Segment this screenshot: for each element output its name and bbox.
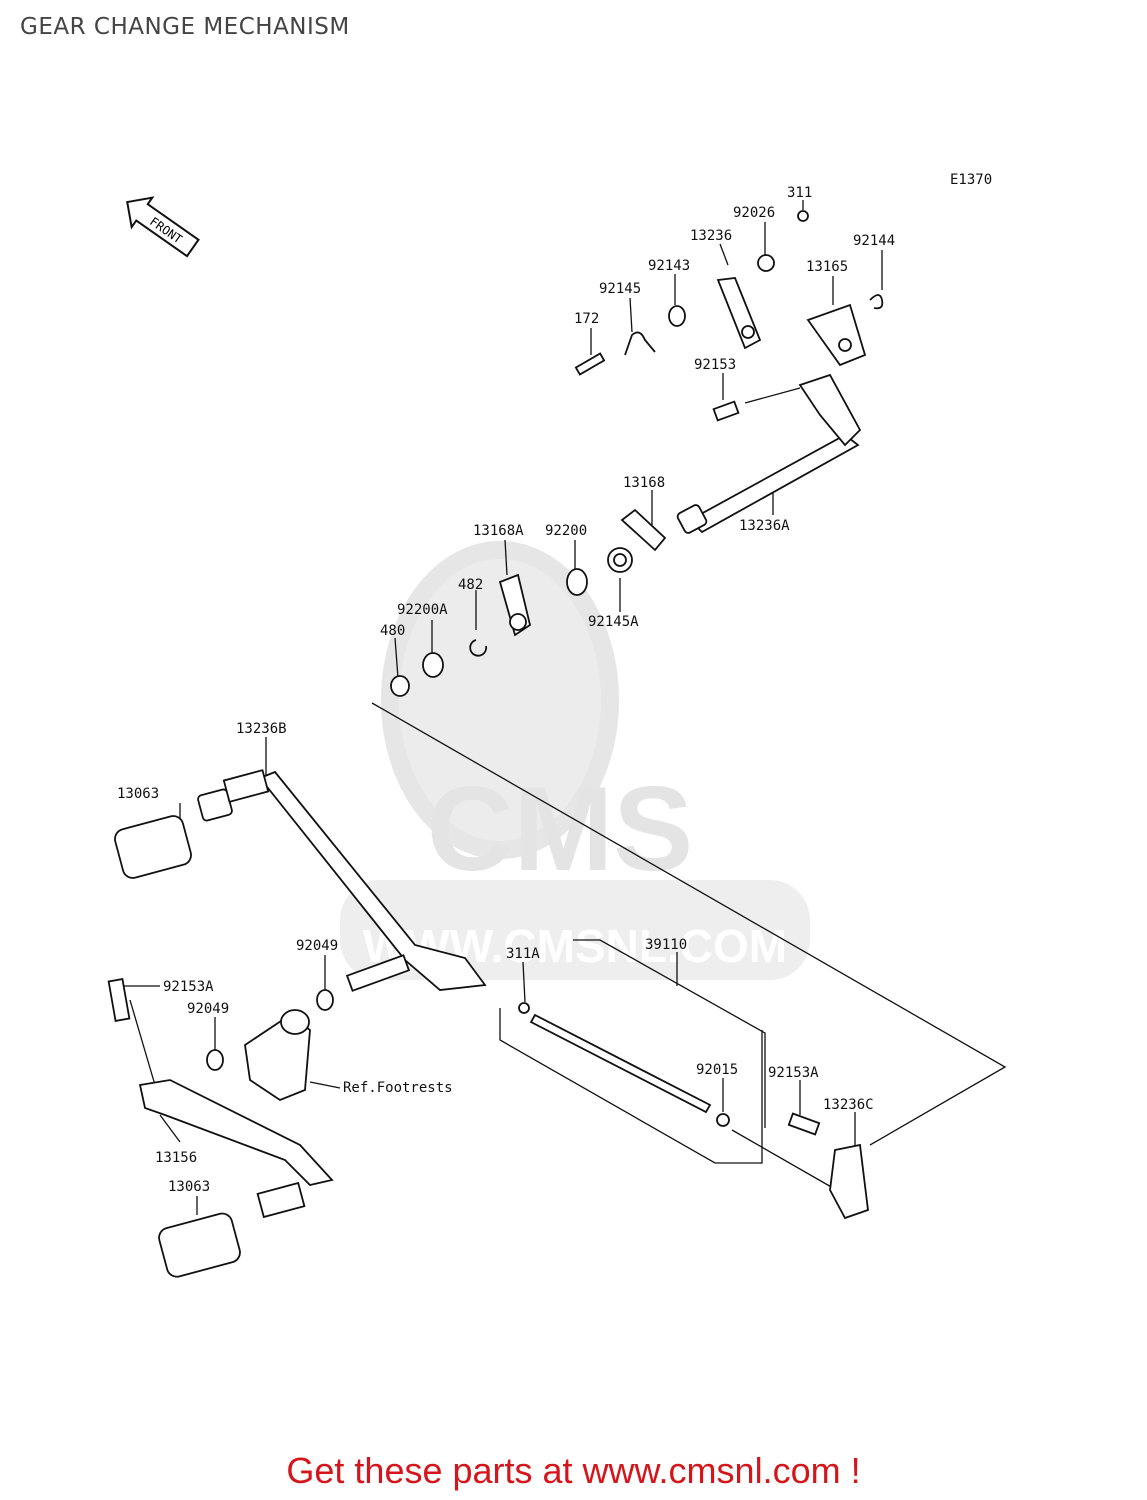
label-13168A: 13168A bbox=[473, 523, 524, 539]
label-92144: 92144 bbox=[853, 233, 895, 249]
label-ref-footrests: Ref.Footrests bbox=[343, 1080, 453, 1096]
part-shapes bbox=[107, 210, 884, 1278]
label-92153A-right: 92153A bbox=[768, 1065, 819, 1081]
label-92200A: 92200A bbox=[397, 602, 448, 618]
label-311A: 311A bbox=[506, 946, 540, 962]
label-13236B: 13236B bbox=[236, 721, 287, 737]
label-482: 482 bbox=[458, 577, 483, 593]
label-39110: 39110 bbox=[645, 937, 687, 953]
label-92049-upper: 92049 bbox=[296, 938, 338, 954]
label-92026: 92026 bbox=[733, 205, 775, 221]
watermark-logo: CMS WWW.CMSNL.COM bbox=[340, 541, 810, 980]
label-92015: 92015 bbox=[696, 1062, 738, 1078]
label-13236C: 13236C bbox=[823, 1097, 874, 1113]
label-13236A: 13236A bbox=[739, 518, 790, 534]
label-92153A-left: 92153A bbox=[163, 979, 214, 995]
footer-cta-link[interactable]: Get these parts at www.cmsnl.com ! bbox=[286, 1450, 861, 1491]
front-arrow-icon: FRONT bbox=[126, 196, 200, 258]
label-92200: 92200 bbox=[545, 523, 587, 539]
label-172: 172 bbox=[574, 311, 599, 327]
diagram-code: E1370 bbox=[950, 172, 992, 188]
label-13063-upper: 13063 bbox=[117, 786, 159, 802]
label-13156: 13156 bbox=[155, 1150, 197, 1166]
watermark-logo-text: CMS bbox=[427, 762, 694, 896]
label-480: 480 bbox=[380, 623, 405, 639]
label-13168: 13168 bbox=[623, 475, 665, 491]
label-92049-lower: 92049 bbox=[187, 1001, 229, 1017]
label-92143: 92143 bbox=[648, 258, 690, 274]
label-13165: 13165 bbox=[806, 259, 848, 275]
page-title: GEAR CHANGE MECHANISM bbox=[20, 14, 350, 40]
label-13236: 13236 bbox=[690, 228, 732, 244]
label-311: 311 bbox=[787, 185, 812, 201]
label-92153: 92153 bbox=[694, 357, 736, 373]
label-13063-lower: 13063 bbox=[168, 1179, 210, 1195]
label-92145: 92145 bbox=[599, 281, 641, 297]
leader-lines bbox=[120, 200, 1007, 1215]
part-labels: 311 92026 92144 13236 13165 92143 92145 … bbox=[117, 185, 895, 1195]
label-92145A: 92145A bbox=[588, 614, 639, 630]
